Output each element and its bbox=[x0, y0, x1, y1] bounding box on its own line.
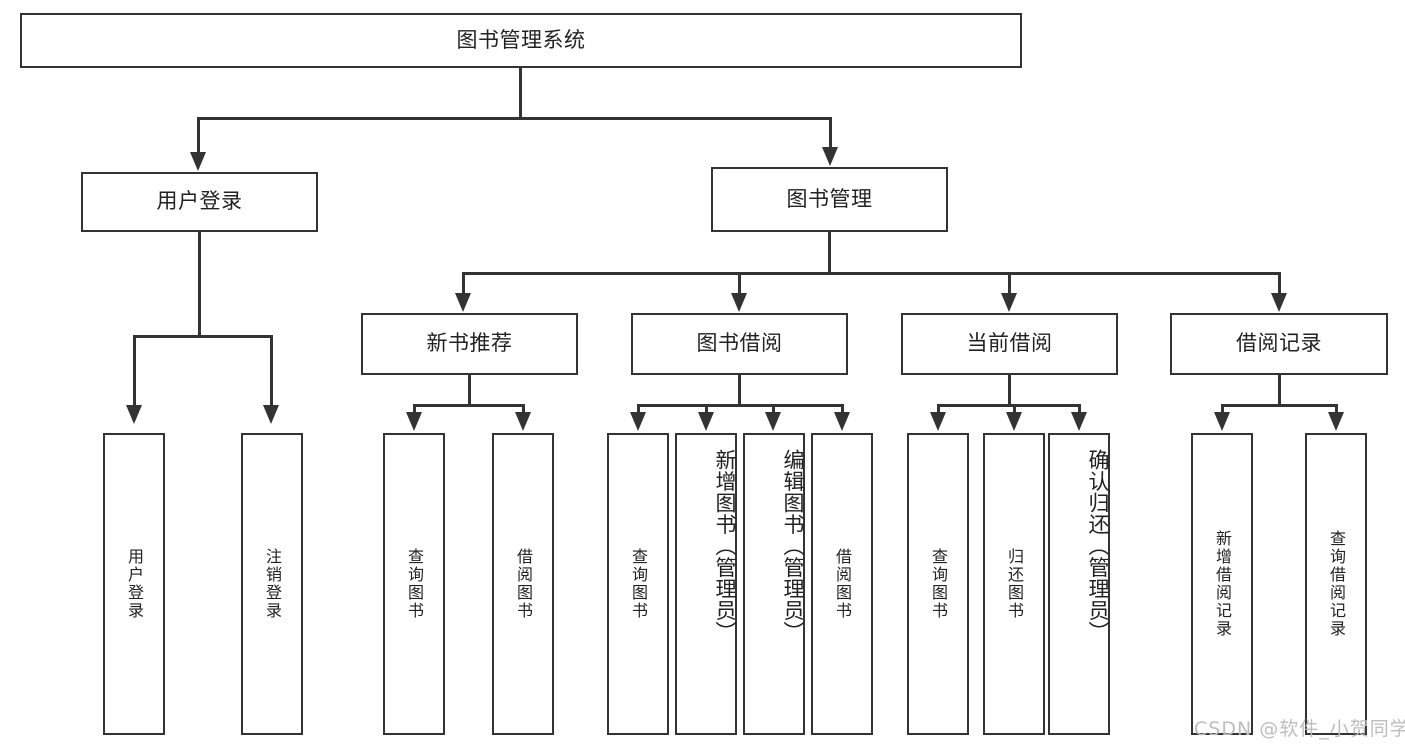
leaf-query-book-borrow[interactable]: 查询图书 bbox=[607, 433, 669, 735]
leaf-logout-label: 注销登录 bbox=[263, 548, 282, 620]
node-current-borrow-label: 当前借阅 bbox=[966, 331, 1053, 356]
arrow-to-leaf-borrow-book-1 bbox=[515, 412, 531, 431]
edge-user-login-stem-lower bbox=[198, 318, 201, 337]
leaf-query-borrow-record[interactable]: 查询借阅记录 bbox=[1305, 433, 1367, 735]
node-borrow-record[interactable]: 借阅记录 bbox=[1170, 313, 1388, 375]
leaf-query-book-current[interactable]: 查询图书 bbox=[907, 433, 969, 735]
edge-new-book-bus bbox=[413, 404, 524, 407]
arrow-to-leaf-borrow-book-2 bbox=[834, 412, 850, 431]
leaf-edit-book-label: 编辑图书（管理员） bbox=[781, 449, 805, 643]
node-book-borrow-label: 图书借阅 bbox=[696, 331, 783, 356]
edge-root-to-book-mgmt bbox=[829, 117, 832, 148]
leaf-borrow-book[interactable]: 借阅图书 bbox=[811, 433, 873, 735]
arrow-to-leaf-query-record bbox=[1328, 412, 1344, 431]
edge-root-bus bbox=[197, 117, 832, 120]
arrow-to-leaf-add-book bbox=[698, 412, 714, 431]
node-root-system-label: 图书管理系统 bbox=[456, 27, 586, 52]
edge-current-borrow-drop-2 bbox=[1013, 404, 1016, 414]
watermark-text: CSDN @软件_小贺同学 bbox=[1194, 718, 1405, 740]
node-book-management-label: 图书管理 bbox=[786, 186, 873, 211]
edge-book-mgmt-bus bbox=[462, 272, 1280, 275]
node-user-login-label: 用户登录 bbox=[156, 189, 243, 214]
node-book-borrow[interactable]: 图书借阅 bbox=[631, 313, 848, 375]
leaf-add-book[interactable]: 新增图书（管理员） bbox=[675, 433, 737, 735]
edge-book-borrow-drop-3 bbox=[772, 404, 775, 414]
edge-new-book-drop-2 bbox=[522, 404, 525, 414]
edge-book-borrow-drop-2 bbox=[705, 404, 708, 414]
arrow-to-borrow-record bbox=[1271, 293, 1287, 312]
arrow-to-leaf-return-book bbox=[1006, 412, 1022, 431]
arrow-to-leaf-user-login bbox=[126, 405, 142, 424]
edge-current-borrow-stem bbox=[1008, 375, 1011, 406]
leaf-confirm-return[interactable]: 确认归还（管理员） bbox=[1048, 433, 1110, 735]
edge-book-mgmt-stem bbox=[828, 232, 831, 274]
arrow-to-leaf-confirm-return bbox=[1071, 412, 1087, 431]
arrow-to-leaf-logout bbox=[263, 405, 279, 424]
edge-book-borrow-drop-1 bbox=[637, 404, 640, 414]
edge-current-borrow-drop-1 bbox=[937, 404, 940, 414]
arrow-to-leaf-edit-book bbox=[765, 412, 781, 431]
edge-root-to-user-login bbox=[197, 117, 200, 153]
arrow-to-leaf-query-book-3 bbox=[930, 412, 946, 431]
leaf-add-borrow-record[interactable]: 新增借阅记录 bbox=[1191, 433, 1253, 735]
edge-book-borrow-bus bbox=[637, 404, 843, 407]
arrow-to-user-login bbox=[190, 152, 206, 171]
arrow-to-book-borrow bbox=[731, 293, 747, 312]
node-book-management[interactable]: 图书管理 bbox=[711, 167, 948, 232]
edge-book-mgmt-drop-4 bbox=[1278, 272, 1281, 295]
edge-borrow-record-drop-1 bbox=[1221, 404, 1224, 414]
edge-user-login-stem bbox=[198, 232, 201, 318]
edge-new-book-drop-1 bbox=[413, 404, 416, 414]
leaf-edit-book[interactable]: 编辑图书（管理员） bbox=[743, 433, 805, 735]
arrow-to-leaf-query-book-2 bbox=[630, 412, 646, 431]
leaf-confirm-return-label: 确认归还（管理员） bbox=[1086, 449, 1110, 643]
leaf-borrow-book-recommend[interactable]: 借阅图书 bbox=[492, 433, 554, 735]
leaf-query-book-borrow-label: 查询图书 bbox=[629, 548, 648, 620]
leaf-user-login-label: 用户登录 bbox=[125, 548, 144, 620]
edge-borrow-record-bus bbox=[1221, 404, 1337, 407]
leaf-logout[interactable]: 注销登录 bbox=[241, 433, 303, 735]
edge-borrow-record-stem bbox=[1278, 375, 1281, 406]
arrow-to-new-book-recommend bbox=[455, 293, 471, 312]
edge-root-stem bbox=[519, 68, 522, 119]
node-current-borrow[interactable]: 当前借阅 bbox=[901, 313, 1118, 375]
node-borrow-record-label: 借阅记录 bbox=[1236, 331, 1322, 356]
arrow-to-leaf-add-record bbox=[1214, 412, 1230, 431]
node-new-book-recommend-label: 新书推荐 bbox=[426, 331, 513, 356]
leaf-add-borrow-record-label: 新增借阅记录 bbox=[1213, 530, 1232, 638]
node-new-book-recommend[interactable]: 新书推荐 bbox=[361, 313, 578, 375]
arrow-to-leaf-query-book-1 bbox=[406, 412, 422, 431]
edge-user-login-drop-1 bbox=[133, 335, 136, 407]
leaf-return-book[interactable]: 归还图书 bbox=[983, 433, 1045, 735]
leaf-query-book-recommend[interactable]: 查询图书 bbox=[383, 433, 445, 735]
edge-book-borrow-stem bbox=[738, 375, 741, 406]
edge-current-borrow-drop-3 bbox=[1078, 404, 1081, 414]
arrow-to-current-borrow bbox=[1001, 293, 1017, 312]
edge-current-borrow-bus bbox=[937, 404, 1080, 407]
leaf-query-book-recommend-label: 查询图书 bbox=[405, 548, 424, 620]
arrow-to-book-mgmt bbox=[822, 147, 838, 166]
edge-book-mgmt-drop-3 bbox=[1008, 272, 1011, 295]
edge-book-borrow-drop-4 bbox=[841, 404, 844, 414]
leaf-borrow-book-recommend-label: 借阅图书 bbox=[514, 548, 533, 620]
edge-user-login-drop-2 bbox=[270, 335, 273, 407]
edge-borrow-record-drop-2 bbox=[1335, 404, 1338, 414]
leaf-query-borrow-record-label: 查询借阅记录 bbox=[1327, 530, 1346, 638]
node-user-login[interactable]: 用户登录 bbox=[81, 172, 318, 232]
edge-book-mgmt-drop-2 bbox=[738, 272, 741, 295]
leaf-return-book-label: 归还图书 bbox=[1005, 548, 1024, 620]
edge-user-login-bus bbox=[133, 335, 272, 338]
node-root-system[interactable]: 图书管理系统 bbox=[20, 13, 1022, 68]
leaf-user-login[interactable]: 用户登录 bbox=[103, 433, 165, 735]
edge-book-mgmt-drop-1 bbox=[462, 272, 465, 295]
leaf-add-book-label: 新增图书（管理员） bbox=[713, 449, 737, 643]
leaf-query-book-current-label: 查询图书 bbox=[929, 548, 948, 620]
leaf-borrow-book-label: 借阅图书 bbox=[833, 548, 852, 620]
edge-new-book-stem bbox=[468, 375, 471, 406]
